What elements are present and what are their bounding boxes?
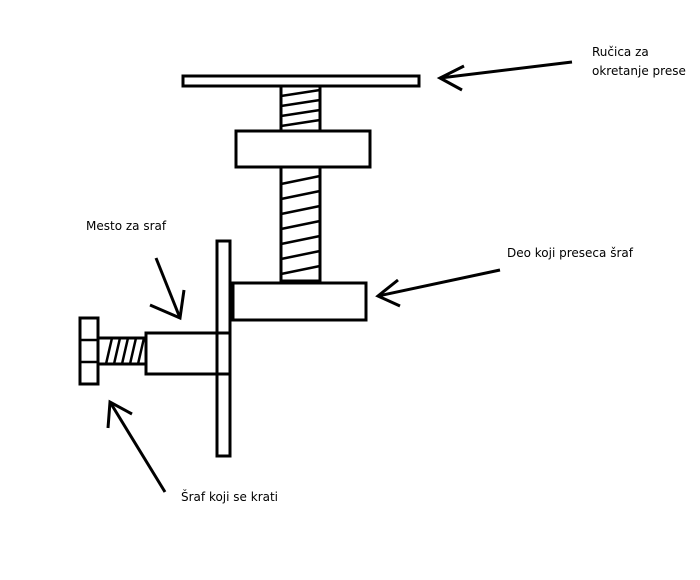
arrow-screw-shortened (106, 399, 167, 493)
cutting-block (231, 281, 368, 322)
label-cutting-part: Deo koji preseca šraf (507, 246, 633, 260)
arrow-screw-place (149, 257, 186, 321)
upper-thread (279, 84, 322, 133)
label-screw-place: Mesto za sraf (86, 219, 167, 233)
label-handle-line2: okretanje prese (592, 64, 686, 78)
label-handle-line1: Ručica za (592, 45, 649, 59)
arrow-handle (436, 60, 573, 92)
lower-thread (279, 165, 322, 283)
arrow-cutting-part (375, 268, 501, 308)
screw-bolt (78, 316, 148, 386)
vertical-plate (215, 239, 232, 458)
label-screw-shortened: Šraf koji se krati (181, 490, 279, 504)
nut-block (234, 129, 372, 169)
